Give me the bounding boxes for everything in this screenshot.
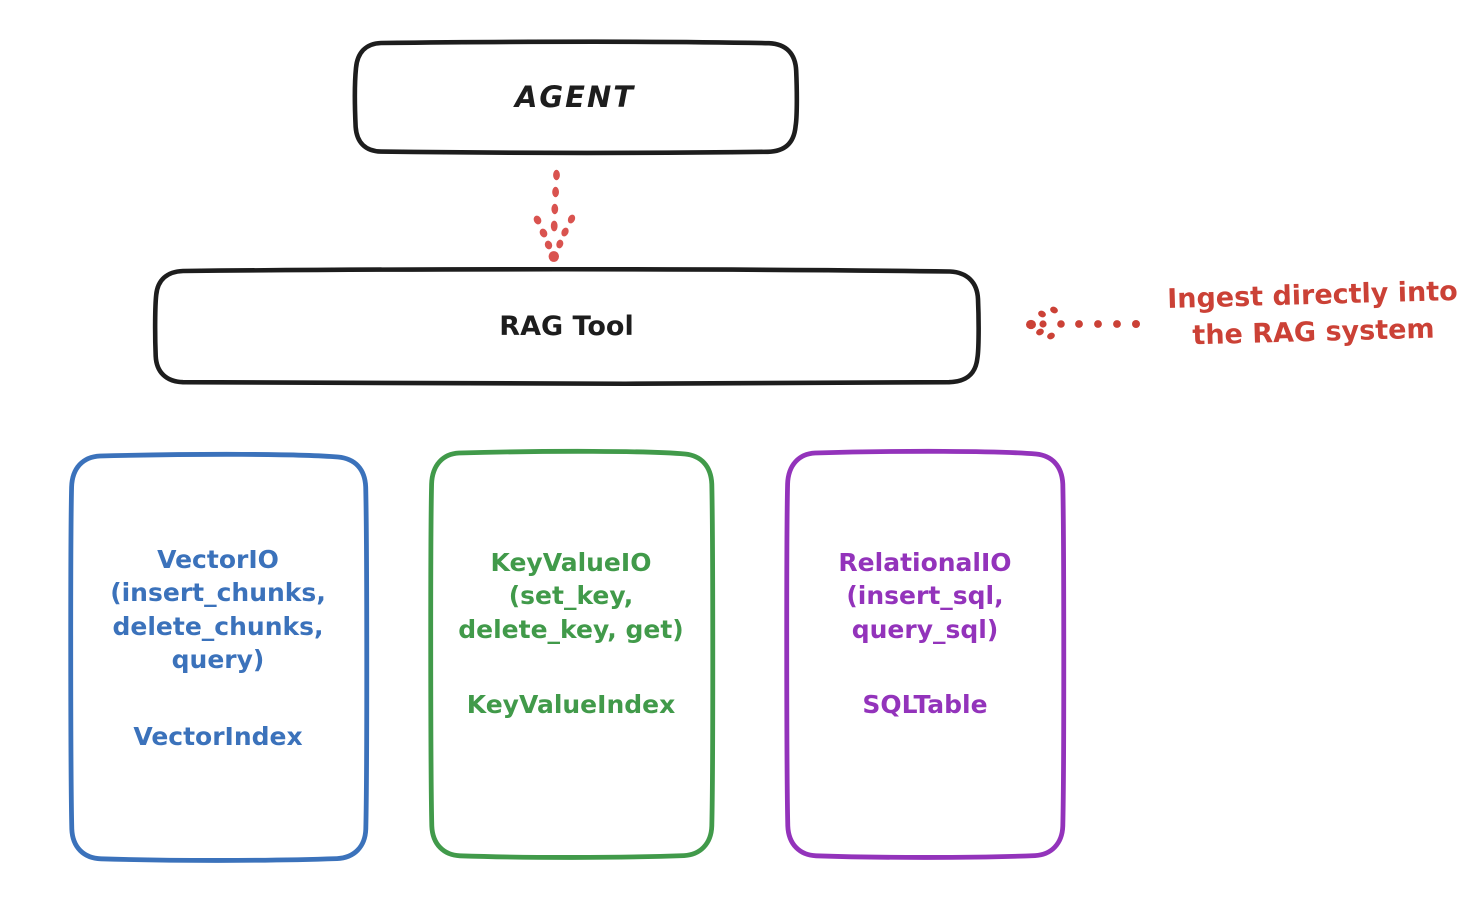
- relational-io-box-outline: [784, 448, 1067, 860]
- relational-io-node[interactable]: [784, 448, 1067, 860]
- key-value-io-box-outline: [428, 448, 716, 860]
- ingest-note-text: Ingest directly into the RAG system: [1166, 275, 1459, 352]
- vector-io-node[interactable]: [68, 451, 370, 863]
- agent-to-ragtool-arrow: [533, 169, 576, 262]
- agent-node[interactable]: [352, 39, 800, 156]
- vector-io-box-outline: [68, 451, 370, 863]
- ingest-note-arrow: [1026, 306, 1140, 340]
- rag-tool-box-outline: [152, 266, 981, 387]
- agent-box-outline: [352, 39, 800, 156]
- rag-tool-node[interactable]: [152, 266, 981, 387]
- key-value-io-node[interactable]: [428, 448, 716, 860]
